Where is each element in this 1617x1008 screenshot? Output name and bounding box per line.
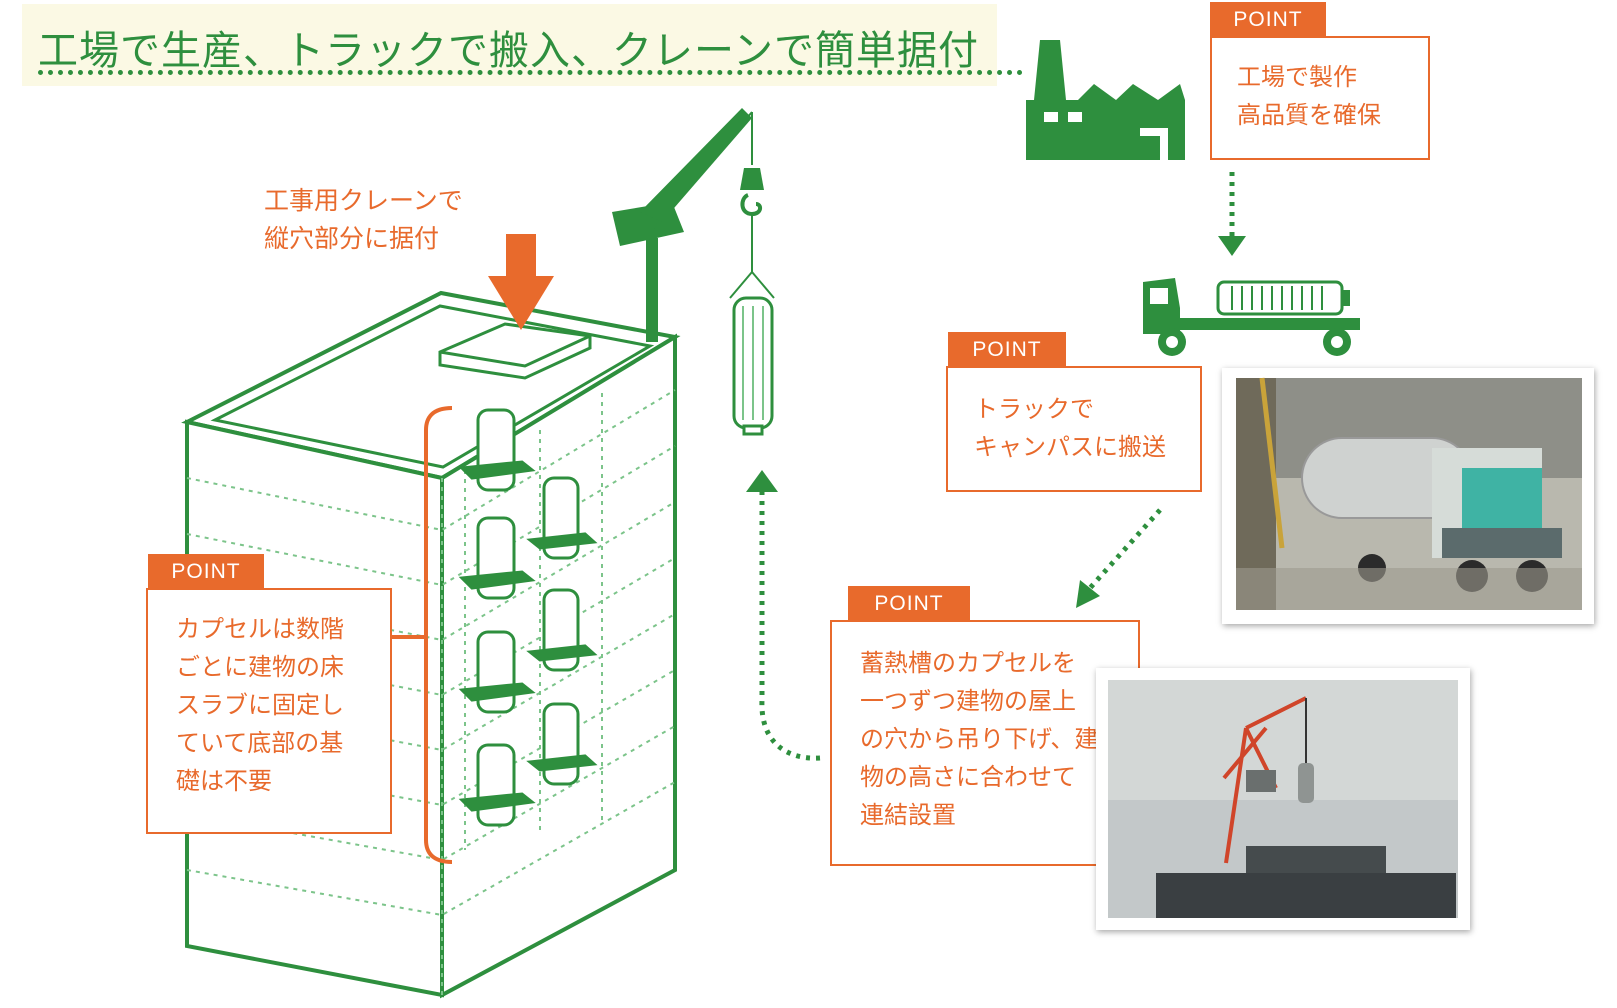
roof-opening <box>438 322 592 380</box>
crane-icon <box>612 108 775 342</box>
truck-icon <box>1143 278 1360 356</box>
truck-photo <box>1222 368 1594 624</box>
point-box-install <box>830 620 1140 866</box>
title-dotted-rule <box>38 70 1023 75</box>
page-title: 工場で生産、トラックで搬入、クレーンで簡単据付 <box>38 28 979 74</box>
point-tab-install: POINT <box>848 586 970 622</box>
capsule-stack-back <box>526 476 598 786</box>
flow-arrow-truck-install <box>1088 508 1162 590</box>
factory-icon <box>1026 40 1185 160</box>
point-text-truck: トラックで キャンパスに搬送 <box>974 395 1166 461</box>
point-tab-factory: POINT <box>1210 2 1326 38</box>
point-tab-truck: POINT <box>948 332 1066 368</box>
point-box-truck <box>946 366 1202 492</box>
hanging-capsule <box>732 296 774 436</box>
capsule-stack-front <box>458 408 536 827</box>
flow-arrow-install-crane <box>759 492 821 761</box>
crane-install-label: 工事用クレーンで 縦穴部分に据付 <box>264 186 463 253</box>
point-text-capsule: カプセルは数階 ごとに建物の床 スラブに固定し ていて底部の基 礎は不要 <box>176 615 344 795</box>
point-text-factory: 工場で製作 高品質を確保 <box>1237 63 1381 129</box>
point-text-install: 蓄熱槽のカプセルを 一つずつ建物の屋上 の穴から吊り下げ、建 物の高さに合わせて… <box>860 649 1099 829</box>
install-arrow <box>488 234 554 330</box>
point-box-capsule <box>146 588 392 834</box>
point-tab-capsule: POINT <box>148 554 264 590</box>
crane-photo <box>1096 668 1470 930</box>
